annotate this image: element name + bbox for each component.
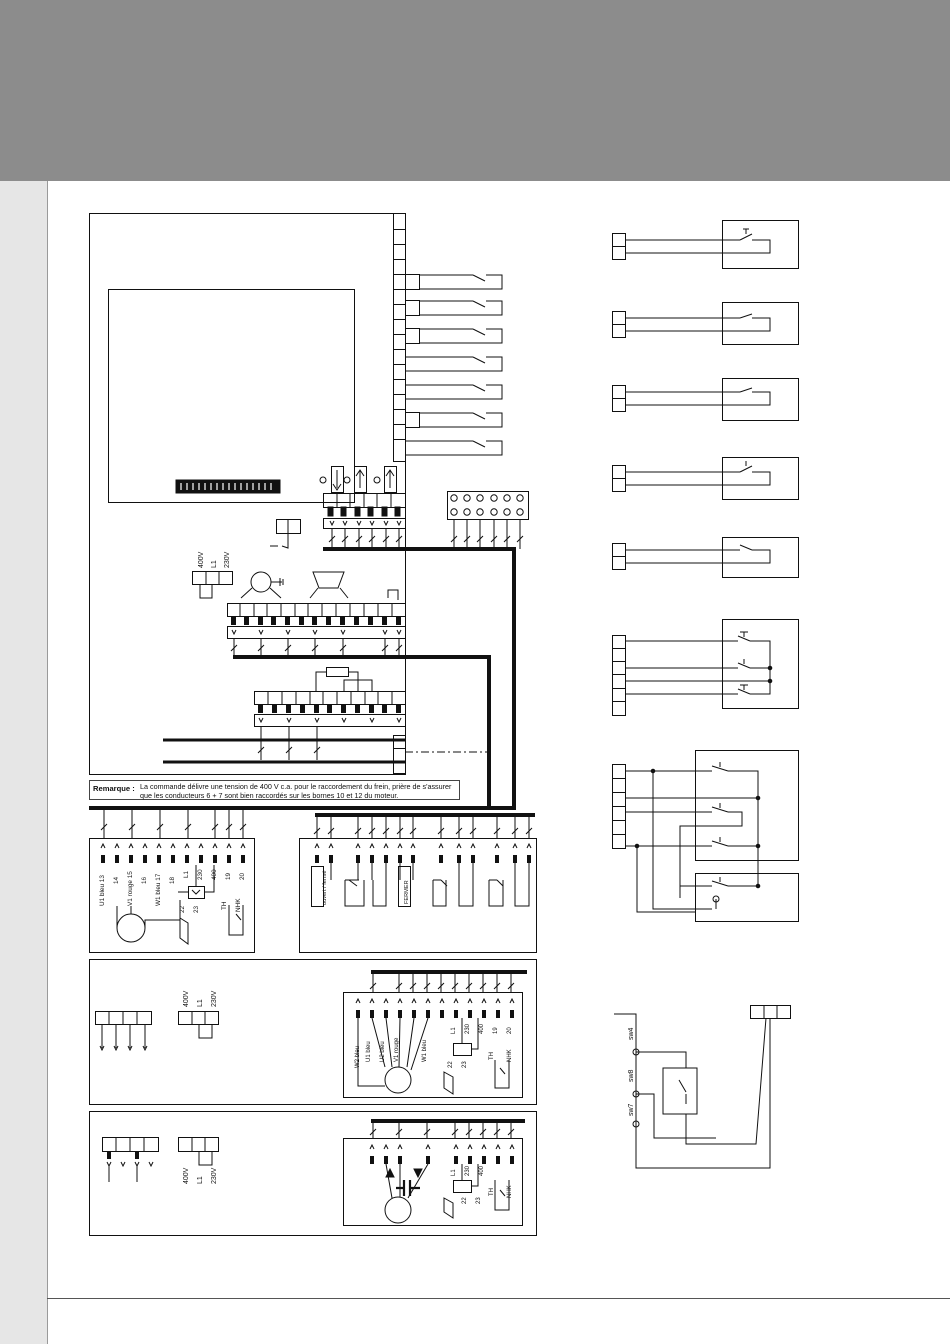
m1-label-nhk: NHK bbox=[235, 898, 242, 912]
switch-schematic-2 bbox=[612, 302, 799, 345]
m2-label-th: TH bbox=[489, 1052, 495, 1060]
motor-box-2-terminals bbox=[355, 997, 515, 1095]
p2-label-l1: L1 bbox=[197, 999, 204, 1007]
motor-panel-2 bbox=[89, 959, 537, 1105]
p2-label-230v: 230V bbox=[211, 990, 218, 1007]
footer-rule bbox=[47, 1298, 950, 1299]
m1-label-v1: V1 rouge 15 bbox=[127, 871, 134, 906]
switch-schematic-4 bbox=[612, 457, 799, 500]
remark-text: La commande délivre une tension de 400 V… bbox=[140, 782, 452, 800]
m3-label-nhk: NHK bbox=[507, 1185, 513, 1198]
motor-box-1-terminals bbox=[100, 842, 246, 945]
m1-label-14: 14 bbox=[113, 876, 120, 884]
m2-label-23: 23 bbox=[462, 1061, 468, 1068]
m3-label-l1: L1 bbox=[451, 1169, 457, 1176]
p3-label-l1: L1 bbox=[197, 1176, 204, 1184]
p2-label-400v: 400V bbox=[183, 990, 190, 1007]
motor-box-3-drops bbox=[369, 1121, 515, 1138]
p3-label-230v: 230V bbox=[211, 1167, 218, 1184]
m1-label-400: 400 bbox=[211, 869, 218, 880]
terminal-block-middle bbox=[227, 603, 406, 657]
m2-label-19: 19 bbox=[493, 1027, 499, 1034]
m1-label-w1: W1 bleu 17 bbox=[155, 873, 162, 906]
m2-label-w1: W1 bleu bbox=[422, 1040, 428, 1062]
switch-schematic-5 bbox=[612, 537, 799, 578]
m2-label-230: 230 bbox=[465, 1023, 471, 1034]
m1-label-l1: L1 bbox=[183, 870, 190, 878]
m3-label-400: 400 bbox=[479, 1165, 485, 1176]
panel-2-left-connectors bbox=[95, 1011, 219, 1052]
m2-label-u1: U1 bleu bbox=[366, 1041, 372, 1062]
left-margin-band bbox=[0, 181, 48, 1344]
motor1-cable-drops bbox=[100, 808, 247, 838]
m1-label-18: 18 bbox=[169, 876, 176, 884]
selector-label-230v: 230V bbox=[224, 551, 231, 568]
ribbon-connector bbox=[175, 479, 281, 494]
header-band bbox=[0, 0, 950, 181]
remark-label: Remarque : bbox=[93, 784, 135, 793]
ctrl-label-fermer: FERMER bbox=[404, 880, 410, 904]
edge-terminal-strip bbox=[393, 213, 406, 462]
terminal-block-lower bbox=[254, 667, 406, 774]
m1-label-u1: U1 bleu 13 bbox=[99, 875, 106, 906]
m2-label-l1: L1 bbox=[451, 1027, 457, 1034]
control-cable-drops bbox=[313, 815, 533, 838]
m2-label-u2: U2 bleu bbox=[380, 1041, 386, 1062]
control-inputs-box bbox=[299, 838, 537, 953]
circuit-board bbox=[108, 289, 355, 503]
switch-schematic-3 bbox=[612, 378, 799, 421]
switch-label-sw7: sw7 bbox=[628, 1103, 635, 1116]
m2-label-20: 20 bbox=[507, 1027, 513, 1034]
m3-label-23: 23 bbox=[476, 1197, 482, 1204]
ribbon-connector-pins bbox=[180, 483, 272, 490]
motor-box-3 bbox=[343, 1138, 523, 1226]
screw-terminal-bar bbox=[447, 491, 529, 549]
motor-box-1 bbox=[89, 838, 255, 953]
switch-schematic-7 bbox=[612, 750, 799, 922]
m1-label-th: TH bbox=[221, 901, 228, 910]
relay-outputs bbox=[405, 274, 503, 456]
selector-label-l1: L1 bbox=[211, 560, 218, 568]
small-relay bbox=[270, 519, 301, 549]
panel-3-left-connectors bbox=[102, 1137, 219, 1182]
switch-label-sw4: sw4 bbox=[628, 1027, 635, 1040]
m1-label-16: 16 bbox=[141, 876, 148, 884]
motor-box-2 bbox=[343, 992, 523, 1098]
main-cables bbox=[89, 547, 535, 1123]
m1-label-23: 23 bbox=[193, 905, 200, 913]
terminal-block-upper bbox=[319, 466, 406, 549]
switch-label-sw8: sw8 bbox=[628, 1069, 635, 1082]
ctrl-label-ouvert: ouvert / fermé bbox=[322, 870, 328, 905]
switch-schematic-8 bbox=[614, 1005, 791, 1169]
voltage-selector bbox=[192, 571, 233, 599]
selector-label-400v: 400V bbox=[198, 551, 205, 568]
m3-label-22: 22 bbox=[462, 1197, 468, 1204]
m2-label-v1: V1 rouge bbox=[394, 1037, 400, 1062]
motor-box-2-drops bbox=[369, 972, 515, 992]
remark-note: Remarque : La commande délivre une tensi… bbox=[89, 780, 460, 800]
motor-panel-3 bbox=[89, 1111, 537, 1236]
m3-label-230: 230 bbox=[465, 1165, 471, 1176]
m2-label-22: 22 bbox=[448, 1061, 454, 1068]
control-inputs-terminals bbox=[311, 842, 532, 907]
switch-schematic-6 bbox=[612, 619, 799, 716]
p3-label-400v: 400V bbox=[183, 1167, 190, 1184]
m3-label-th: TH bbox=[489, 1188, 495, 1196]
m1-label-20: 20 bbox=[239, 872, 246, 880]
m1-label-230: 230 bbox=[197, 869, 204, 880]
m2-label-400: 400 bbox=[479, 1023, 485, 1034]
m1-label-22: 22 bbox=[179, 905, 186, 913]
m2-label-nhk: NHK bbox=[507, 1049, 513, 1062]
motor-box-3-terminals bbox=[369, 1143, 515, 1224]
lamp-and-horn bbox=[240, 571, 399, 600]
switch-schematic-1 bbox=[612, 220, 799, 269]
m2-label-w2: W2 bleu bbox=[355, 1046, 361, 1068]
m1-label-19: 19 bbox=[225, 872, 232, 880]
